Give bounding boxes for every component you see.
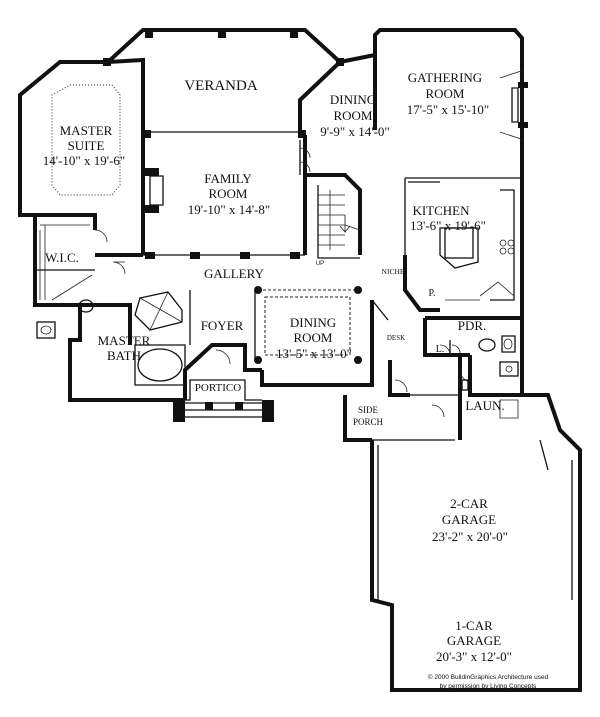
copyright-line-1: © 2000 BuildinGraphics Architecture used xyxy=(428,673,549,681)
staircase xyxy=(317,185,361,259)
wic-shelving xyxy=(39,224,93,301)
garage1-size: 20'-3" x 12'-0" xyxy=(436,649,512,664)
master-suite-name-2: SUITE xyxy=(68,138,105,153)
gallery-columns xyxy=(145,252,362,364)
kitchen-features xyxy=(408,181,515,301)
label-pdr: PDR. xyxy=(458,318,487,333)
label-linen: L. xyxy=(436,344,445,355)
copyright-notice: © 2000 BuildinGraphics Architecture used… xyxy=(428,673,549,690)
family-fireplace xyxy=(143,168,164,213)
gathering-name-2: ROOM xyxy=(425,86,464,101)
copyright-line-2: by permission by Living Concepts xyxy=(440,683,538,690)
kitchen-size: 13'-6" x 19'-6" xyxy=(410,218,486,233)
garage1-name-2: GARAGE xyxy=(447,633,501,648)
kitchen-name: KITCHEN xyxy=(412,203,470,218)
label-veranda: VERANDA xyxy=(184,78,257,94)
family-size: 19'-10" x 14'-8" xyxy=(188,202,270,217)
label-garage2: 2-CAR GARAGE 23'-2" x 20'-0" xyxy=(432,496,508,544)
label-niche: NICHE xyxy=(382,267,405,276)
master-suite-name-1: MASTER xyxy=(60,123,113,138)
gathering-fireplace xyxy=(499,69,528,141)
master-bath-fixtures xyxy=(36,291,186,386)
dining-top-name-1: DINING xyxy=(330,92,376,107)
dining-main-name-2: ROOM xyxy=(293,330,332,345)
label-portico: PORTICO xyxy=(195,382,241,394)
label-foyer: FOYER xyxy=(201,318,244,333)
dining-top-size: 9'-9" x 14'-0" xyxy=(320,124,389,139)
dining-bay-wall xyxy=(298,60,342,132)
dining-top-name-2: ROOM xyxy=(333,108,372,123)
master-bath-name-1: MASTER xyxy=(98,333,151,348)
gathering-name-1: GATHERING xyxy=(408,70,482,85)
garage-doors xyxy=(372,439,573,600)
master-bath-name-2: BATH xyxy=(107,348,141,363)
label-laundry: LAUN. xyxy=(465,398,504,413)
master-tray-ceiling xyxy=(51,84,121,196)
garage2-name-1: 2-CAR xyxy=(450,496,488,511)
label-gathering: GATHERING ROOM 17'-5" x 15'-10" xyxy=(407,70,489,117)
label-side-porch: SIDE PORCH xyxy=(353,405,384,427)
gathering-size: 17'-5" x 15'-10" xyxy=(407,102,489,117)
portico-structure xyxy=(173,379,274,422)
garage1-name-1: 1-CAR xyxy=(455,618,493,633)
side-porch-name-2: PORCH xyxy=(353,417,384,427)
label-pantry: P. xyxy=(429,288,436,299)
label-stair-up: UP xyxy=(316,261,324,267)
dining-main-size: 13'-5" x 13'-0" xyxy=(276,346,352,361)
label-dining-main: DINING ROOM 13'-5" x 13'-0" xyxy=(276,315,352,361)
family-name-2: ROOM xyxy=(208,186,247,201)
garage2-name-2: GARAGE xyxy=(442,512,496,527)
label-master-suite: MASTER SUITE 14'-10" x 19'-6" xyxy=(43,123,125,168)
label-master-bath: MASTER BATH xyxy=(98,333,151,363)
dining-main-name-1: DINING xyxy=(290,315,336,330)
door-swings xyxy=(94,147,473,418)
label-wic: W.I.C. xyxy=(45,250,79,265)
dining-ceiling xyxy=(264,296,351,356)
label-dining-top: DINING ROOM 9'-9" x 14'-0" xyxy=(320,92,389,139)
label-kitchen: KITCHEN 13'-6" x 19'-6" xyxy=(410,203,486,233)
label-family: FAMILY ROOM 19'-10" x 14'-8" xyxy=(188,171,270,217)
interior-walls xyxy=(35,55,522,440)
label-gallery: GALLERY xyxy=(204,266,265,281)
family-name-1: FAMILY xyxy=(204,171,252,186)
label-desk: DESK xyxy=(387,334,405,342)
side-porch-name-1: SIDE xyxy=(358,405,379,415)
garage2-size: 23'-2" x 20'-0" xyxy=(432,529,508,544)
label-garage1: 1-CAR GARAGE 20'-3" x 12'-0" xyxy=(436,618,512,664)
pdr-fixtures xyxy=(461,335,519,419)
master-suite-size: 14'-10" x 19'-6" xyxy=(43,153,125,168)
